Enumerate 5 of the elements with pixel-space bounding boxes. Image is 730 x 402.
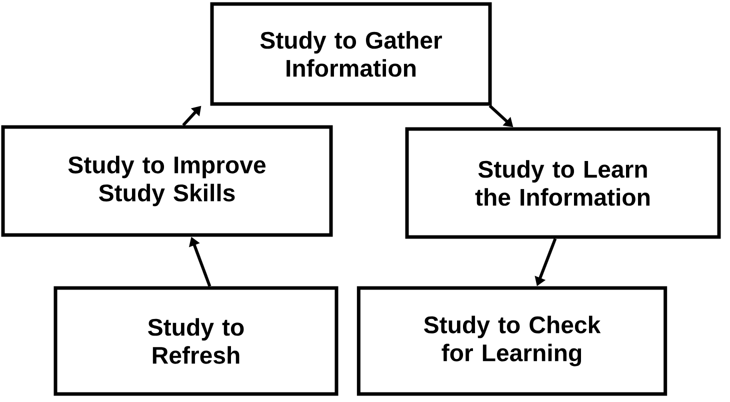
- text-box: Study to Improve Study Skills: [1, 125, 333, 237]
- text-box: Study to Gather Information: [210, 2, 492, 106]
- text-box: Study to Learn the Information: [405, 127, 721, 239]
- text-box: Study to Check for Learning: [356, 286, 668, 396]
- text-box: Study to Refresh: [54, 286, 338, 396]
